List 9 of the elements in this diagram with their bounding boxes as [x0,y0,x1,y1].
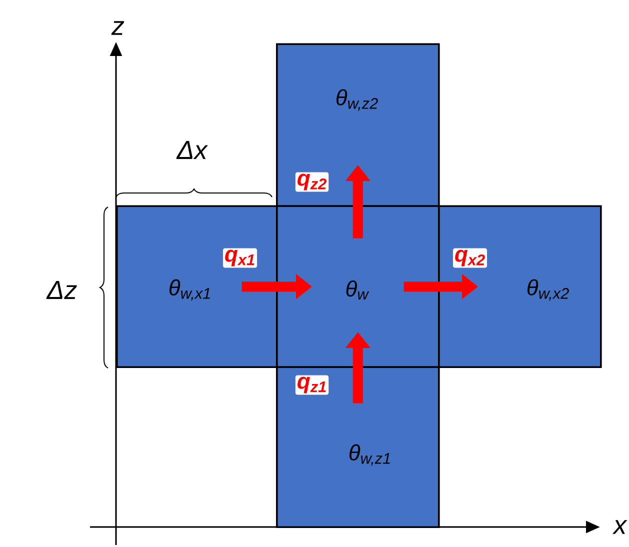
dimension-label: Δx [176,141,208,159]
dimension-label: Δz [46,281,77,299]
edge-label: q$_{x1}$ [225,250,254,266]
z-axis-label: z [111,21,124,35]
x-axis-label: x [612,520,628,534]
edge-label: q$_{z2}$ [298,174,326,190]
edge-label: q$_{x2}$ [455,250,485,266]
edge-label: q$_{z1}$ [298,376,326,394]
grid-cell: θ$_{w}$ [276,205,440,368]
